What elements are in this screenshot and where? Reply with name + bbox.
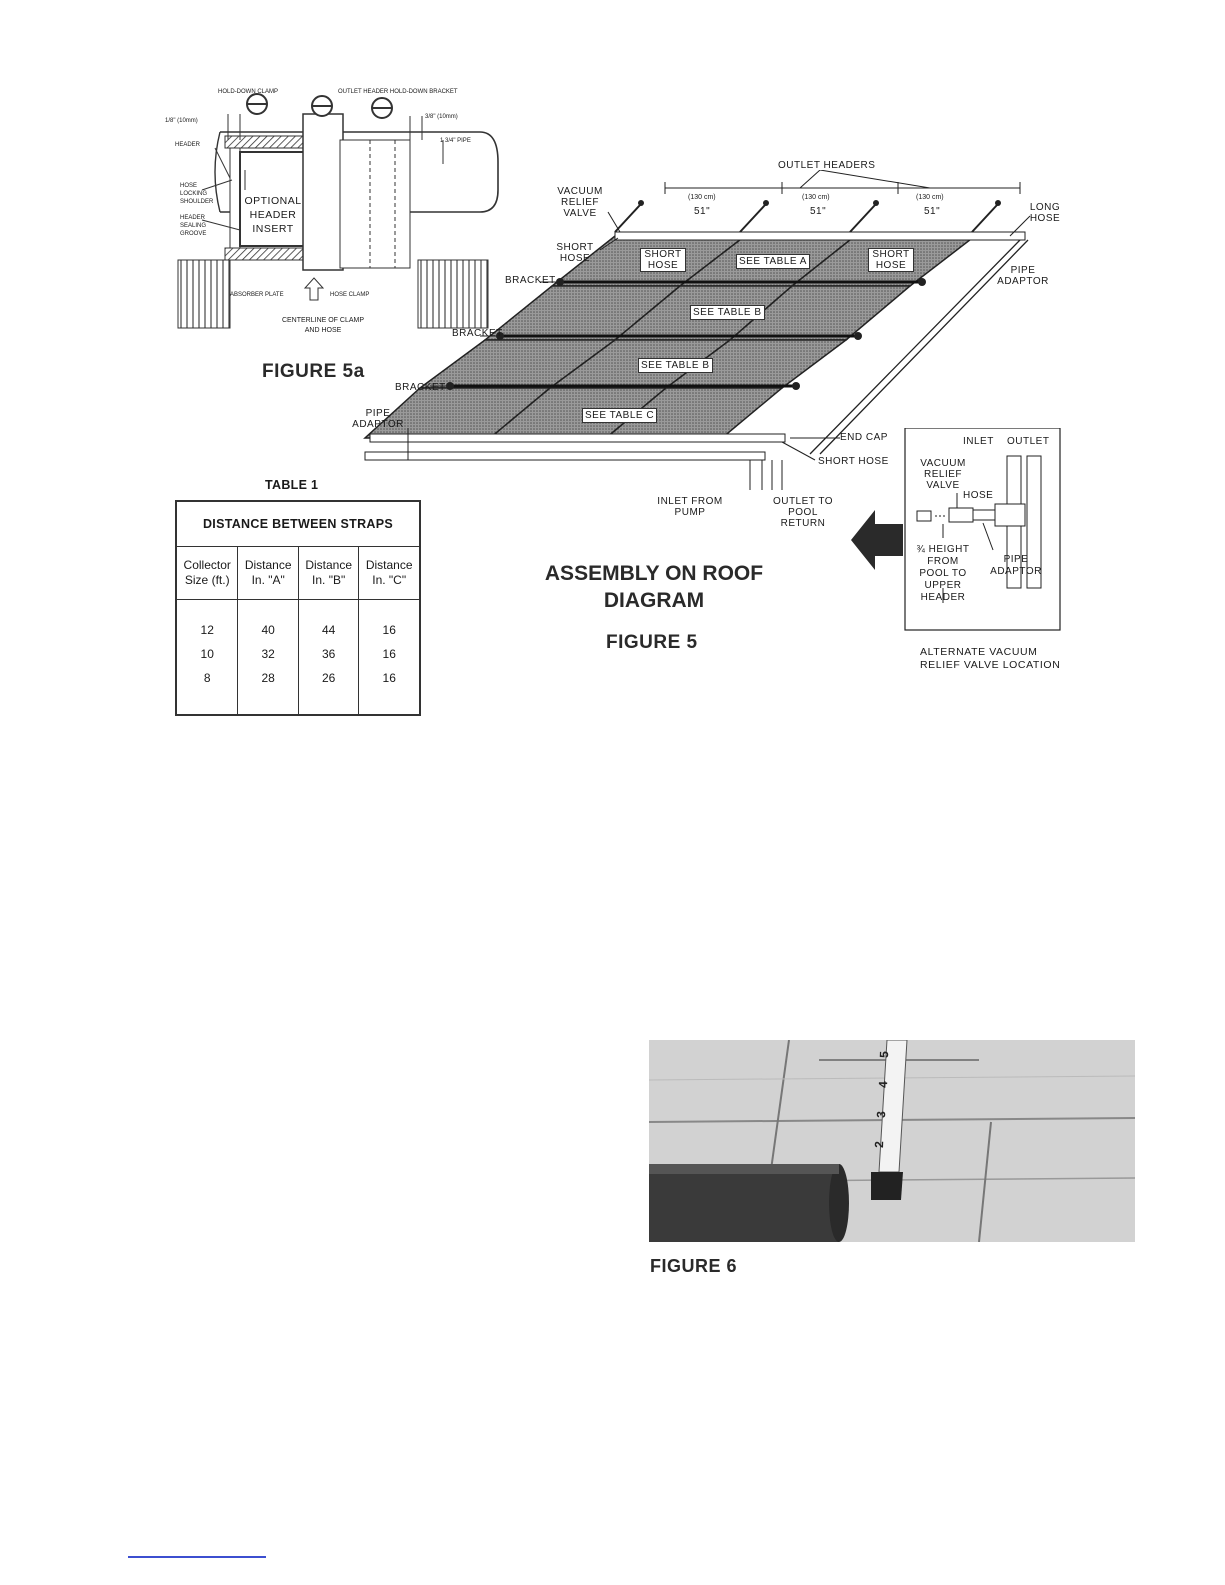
label-inlet-from-pump: INLET FROM PUMP bbox=[657, 496, 723, 518]
inset-caption-line2: RELIEF VALVE LOCATION bbox=[920, 659, 1061, 671]
table-1-title: TABLE 1 bbox=[265, 478, 319, 492]
label-header-sealing: HEADER SEALING GROOVE bbox=[180, 215, 207, 237]
tape-number: 5 bbox=[877, 1051, 891, 1058]
label-dim-right: 3/8" (10mm) bbox=[425, 114, 458, 120]
tape-number: 3 bbox=[874, 1111, 888, 1118]
figure-5a-title: FIGURE 5a bbox=[262, 361, 365, 382]
label-header: HEADER bbox=[175, 142, 201, 148]
panel-label-table-b-2: SEE TABLE B bbox=[638, 358, 713, 373]
absorber-plate-left bbox=[177, 259, 231, 329]
header-pipe bbox=[649, 1164, 839, 1242]
label-long-hose: LONG HOSE bbox=[1029, 202, 1061, 224]
inset-label-hose: HOSE bbox=[963, 490, 994, 501]
figure-5-label: FIGURE 5 bbox=[606, 632, 698, 653]
dim-in-2: 51" bbox=[810, 206, 827, 217]
label-hose-locking: HOSE LOCKING SHOULDER bbox=[180, 183, 214, 205]
panel-label-short-hose-right: SHORT HOSE bbox=[868, 248, 914, 272]
label-vacuum-relief-valve: VACUUM RELIEF VALVE bbox=[557, 186, 603, 219]
dim-cm-2: (130 cm) bbox=[802, 194, 830, 201]
inset-label-height-note: ¾ HEIGHT FROM POOL TO UPPER HEADER bbox=[916, 544, 970, 603]
label-end-cap: END CAP bbox=[840, 432, 888, 443]
figure-5-title-line1: ASSEMBLY ON ROOF bbox=[544, 562, 764, 585]
inset-caption: ALTERNATE VACUUM RELIEF VALVE LOCATION bbox=[920, 646, 1060, 672]
dim-cm-1: (130 cm) bbox=[688, 194, 716, 201]
figure-5a-labels: HOLD-DOWN CLAMP OUTLET HEADER HOLD-DOWN … bbox=[160, 80, 520, 440]
vacuum-valve-icon bbox=[971, 200, 1001, 233]
label-dim-pipe: 1 3/4" PIPE bbox=[440, 138, 471, 144]
tape-measure-tip bbox=[871, 1172, 903, 1200]
label-bracket-3: BRACKET bbox=[395, 382, 446, 393]
absorber-plate-right bbox=[417, 259, 489, 329]
vacuum-valve-icon bbox=[739, 200, 769, 233]
inset-caption-line1: ALTERNATE VACUUM bbox=[920, 646, 1038, 658]
label-bracket-2: BRACKET bbox=[452, 328, 503, 339]
label-outlet-bracket: OUTLET HEADER HOLD-DOWN BRACKET bbox=[338, 89, 458, 95]
vacuum-valve-icon bbox=[849, 200, 879, 233]
figure-6-photo: 5 4 3 2 bbox=[649, 1040, 1135, 1242]
roof-assembly-diagram bbox=[363, 170, 1031, 490]
inset-labels: INLET OUTLET VACUUM RELIEF VALVE HOSE ¾ … bbox=[845, 428, 1065, 634]
roof-assembly-labels: OUTLET HEADERS VACUUM RELIEF VALVE LONG … bbox=[350, 160, 1070, 529]
inlet-header-pipe bbox=[369, 433, 786, 443]
label-dim-left: 1/8" (10mm) bbox=[165, 118, 198, 124]
dim-in-3: 51" bbox=[924, 206, 941, 217]
label-short-hose-bottom: SHORT HOSE bbox=[818, 456, 889, 467]
vacuum-valve-icon bbox=[614, 200, 644, 233]
dim-cm-3: (130 cm) bbox=[916, 194, 944, 201]
inset-label-outlet: OUTLET bbox=[1007, 436, 1050, 447]
inset-diagram bbox=[851, 428, 1061, 631]
return-pipe bbox=[364, 451, 766, 461]
label-bracket-1: BRACKET bbox=[505, 275, 556, 286]
label-outlet-headers: OUTLET HEADERS bbox=[778, 160, 876, 171]
valve-body bbox=[916, 510, 932, 522]
inset-label-inlet: INLET bbox=[963, 436, 994, 447]
footer-link-underline bbox=[128, 1556, 266, 1558]
header-pipe bbox=[220, 131, 499, 213]
tape-number: 4 bbox=[876, 1081, 890, 1088]
tape-number: 2 bbox=[872, 1141, 886, 1148]
outlet-header-pipe bbox=[614, 231, 1026, 241]
table-1-header: DISTANCE BETWEEN STRAPS bbox=[175, 500, 421, 547]
panel-label-short-hose-left: SHORT HOSE bbox=[640, 248, 686, 272]
label-pipe-adaptor-left: PIPE ADAPTOR bbox=[352, 408, 404, 430]
panel-label-table-c: SEE TABLE C bbox=[582, 408, 658, 423]
panel-label-table-a: SEE TABLE A bbox=[736, 254, 810, 269]
label-optional-insert: OPTIONAL HEADER INSERT bbox=[244, 195, 302, 235]
label-absorber-plate: ABSORBER PLATE bbox=[230, 292, 284, 298]
label-short-hose-top: SHORT HOSE bbox=[556, 242, 594, 264]
figure-6-caption: FIGURE 6 bbox=[650, 1256, 738, 1276]
inset-label-vacuum-valve: VACUUM RELIEF VALVE bbox=[920, 458, 966, 491]
arrow-left-icon bbox=[851, 510, 903, 570]
label-centerline: CENTERLINE OF CLAMP AND HOSE bbox=[281, 317, 365, 334]
label-holddown-clamp: HOLD-DOWN CLAMP bbox=[218, 89, 279, 95]
outlet-pipe bbox=[1026, 455, 1042, 589]
dim-in-1: 51" bbox=[694, 206, 711, 217]
figure-5a-diagram bbox=[177, 93, 499, 329]
figure-5-title: ASSEMBLY ON ROOF DIAGRAM bbox=[520, 560, 788, 614]
label-pipe-adaptor-right: PIPE ADAPTOR bbox=[997, 265, 1049, 287]
label-outlet-to-pool: OUTLET TO POOL RETURN bbox=[772, 496, 834, 529]
inset-label-pipe-adaptor: PIPE ADAPTOR bbox=[990, 554, 1042, 577]
figure-5-title-line2: DIAGRAM bbox=[603, 589, 705, 612]
panel-label-table-b-1: SEE TABLE B bbox=[690, 305, 765, 320]
label-hose-clamp: HOSE CLAMP bbox=[330, 292, 370, 298]
